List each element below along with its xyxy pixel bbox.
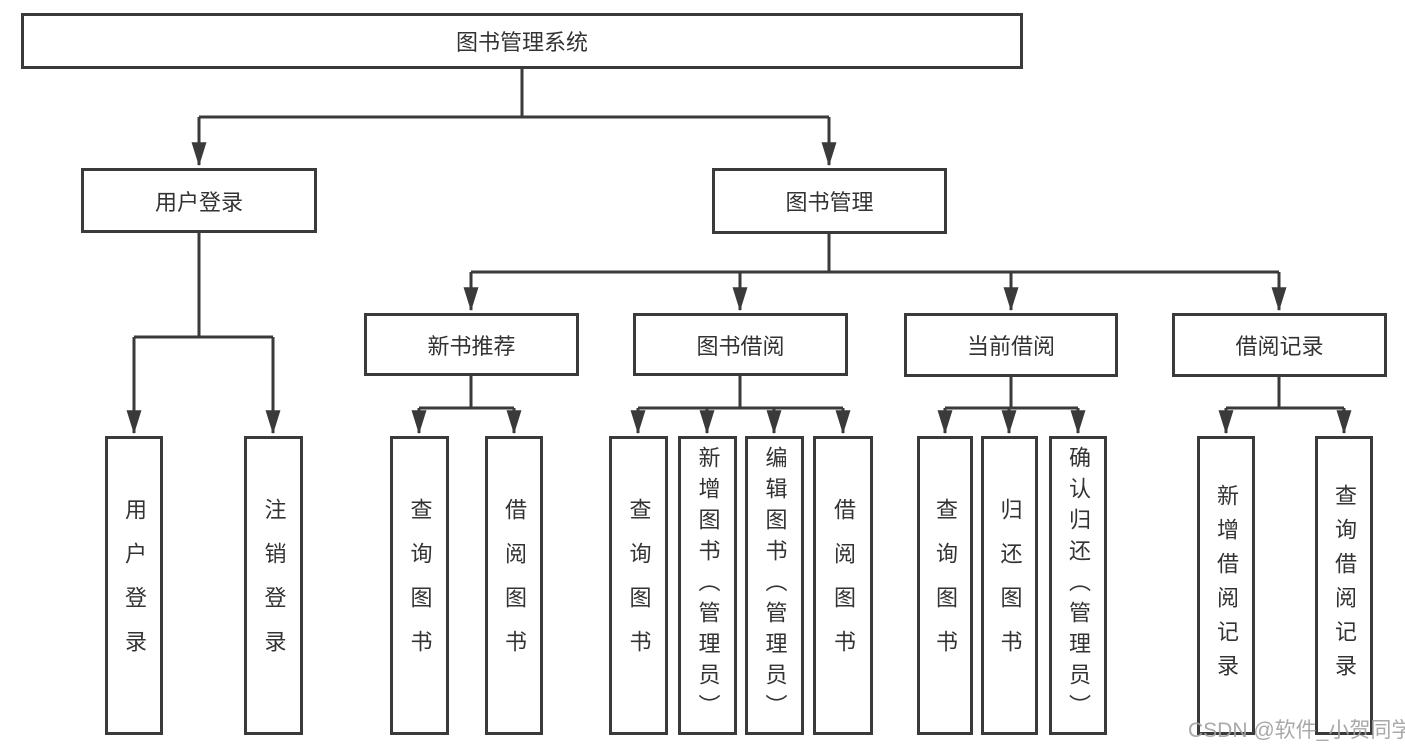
node-add-book-admin: 新增图书（管理员） [678, 436, 737, 735]
connector-current-borrow [937, 377, 1086, 435]
node-user-login: 用户登录 [81, 168, 317, 233]
node-add-book-admin-label: 新增图书（管理员） [695, 446, 721, 725]
node-add-borrow-record-label: 新增借阅记录 [1214, 483, 1239, 688]
node-current-borrowing-label: 当前借阅 [966, 334, 1055, 359]
node-add-borrow-record: 新增借阅记录 [1197, 436, 1255, 735]
node-new-book-recommend: 新书推荐 [364, 313, 579, 376]
connector-user-login [126, 233, 281, 435]
node-return-book-label: 归还图书 [997, 497, 1023, 674]
node-query-books-current: 查询图书 [917, 436, 973, 735]
node-borrow-records: 借阅记录 [1172, 313, 1387, 377]
connector-book-borrow [630, 376, 851, 435]
node-login-label: 用户登录 [122, 497, 147, 674]
node-book-management-label: 图书管理 [785, 190, 874, 215]
node-book-borrowing-label: 图书借阅 [696, 333, 785, 359]
node-login: 用户登录 [105, 436, 163, 735]
node-logout: 注销登录 [244, 436, 303, 735]
node-library-system-label: 图书管理系统 [455, 30, 588, 55]
connector-borrow-records [1218, 377, 1352, 435]
node-book-management: 图书管理 [712, 168, 947, 234]
node-logout-label: 注销登录 [261, 497, 287, 674]
node-edit-book-admin-label: 编辑图书（管理员） [762, 446, 788, 725]
node-borrow-books-newbook: 借阅图书 [485, 436, 543, 735]
node-query-books-newbook-label: 查询图书 [407, 497, 433, 674]
connector-root [191, 69, 837, 167]
node-query-borrow-record-label: 查询借阅记录 [1332, 483, 1357, 688]
node-borrow-books-label: 借阅图书 [831, 497, 856, 674]
node-query-books-borrow: 查询图书 [609, 436, 668, 735]
node-query-books-current-label: 查询图书 [933, 497, 958, 674]
watermark: CSDN @软件_小贺同学 [1188, 719, 1405, 742]
node-borrow-records-label: 借阅记录 [1235, 334, 1324, 359]
node-query-borrow-record: 查询借阅记录 [1315, 436, 1373, 735]
node-query-books-newbook: 查询图书 [390, 436, 449, 735]
node-edit-book-admin: 编辑图书（管理员） [745, 436, 804, 735]
node-confirm-return-admin-label: 确认归还（管理员） [1066, 446, 1091, 725]
node-confirm-return-admin: 确认归还（管理员） [1049, 436, 1107, 735]
node-library-system: 图书管理系统 [21, 13, 1023, 69]
node-query-books-borrow-label: 查询图书 [626, 497, 652, 674]
connector-book-management [463, 234, 1287, 312]
node-new-book-recommend-label: 新书推荐 [427, 333, 516, 359]
node-book-borrowing: 图书借阅 [633, 313, 848, 376]
node-return-book: 归还图书 [981, 436, 1038, 735]
node-current-borrowing: 当前借阅 [904, 313, 1118, 377]
node-user-login-label: 用户登录 [154, 189, 243, 215]
node-borrow-books-newbook-label: 借阅图书 [502, 497, 527, 674]
connector-new-book [411, 376, 522, 435]
node-borrow-books: 借阅图书 [813, 436, 873, 735]
